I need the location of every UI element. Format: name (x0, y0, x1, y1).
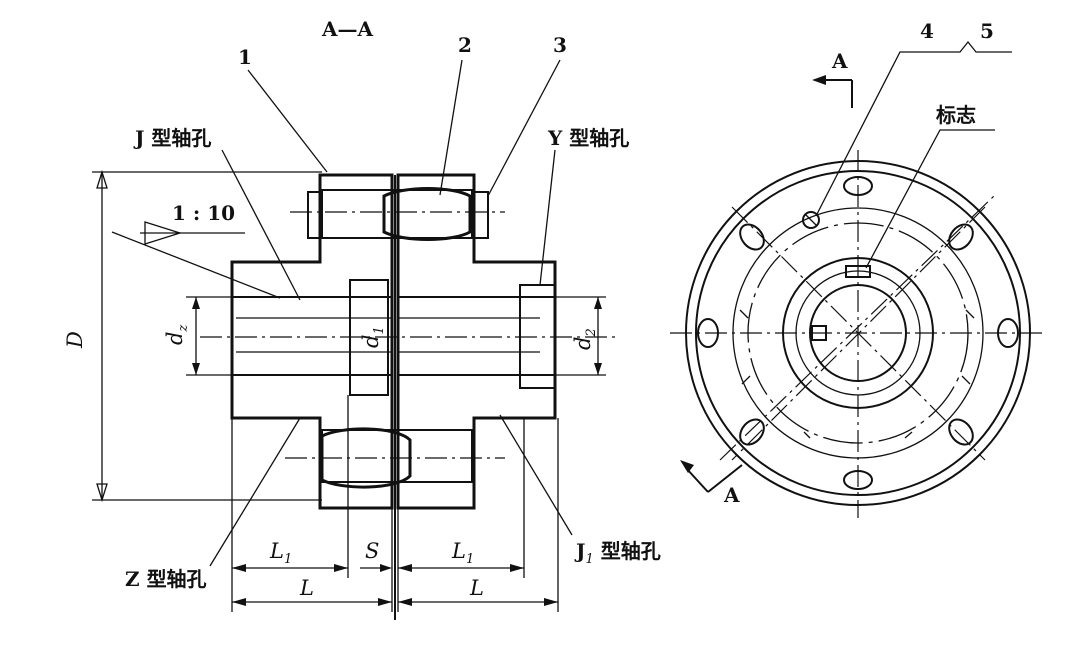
dim-d2: d2 (571, 328, 599, 350)
part-number-4: 4 (920, 19, 934, 43)
dim-L1-right: L1 (451, 539, 474, 567)
upper-pin (382, 187, 472, 241)
section-title: A—A (321, 17, 374, 41)
dim-D: D (63, 331, 87, 349)
left-half-coupling (230, 173, 394, 510)
taper-label: 1 : 10 (172, 201, 235, 225)
section-letter-top: A (831, 49, 848, 73)
side-view: A A 4 5 标志 (670, 19, 1045, 518)
retaining-ring-left (307, 191, 323, 239)
part-number-2: 2 (458, 33, 472, 57)
section-arrow-bottom (707, 464, 743, 493)
right-bore (397, 296, 556, 376)
dim-d1: d1 (359, 326, 387, 348)
section-letter-bottom: A (723, 483, 740, 507)
part-number-1: 1 (238, 45, 252, 69)
part-number-3: 3 (553, 33, 567, 57)
label-j1-hole: J1 型轴孔 (574, 539, 661, 567)
dim-L-right: L (469, 576, 484, 600)
lower-pin (320, 427, 412, 489)
label-z-hole: Z 型轴孔 (125, 567, 207, 591)
retaining-ring-right (473, 191, 489, 239)
keyway (811, 325, 827, 341)
left-bore (231, 296, 393, 376)
label-j-hole: J 型轴孔 (133, 126, 211, 150)
part-number-5: 5 (980, 19, 994, 43)
z-type-cavity (349, 279, 389, 396)
section-view: D dz d1 d2 (63, 17, 661, 620)
dim-dz: dz (163, 325, 191, 345)
mark-label: 标志 (936, 103, 976, 127)
dim-L1-left: L1 (269, 539, 292, 567)
dim-L-left: L (299, 576, 314, 600)
set-screw (802, 211, 820, 229)
dim-S: S (365, 539, 379, 563)
label-y-hole: Y 型轴孔 (547, 126, 629, 150)
